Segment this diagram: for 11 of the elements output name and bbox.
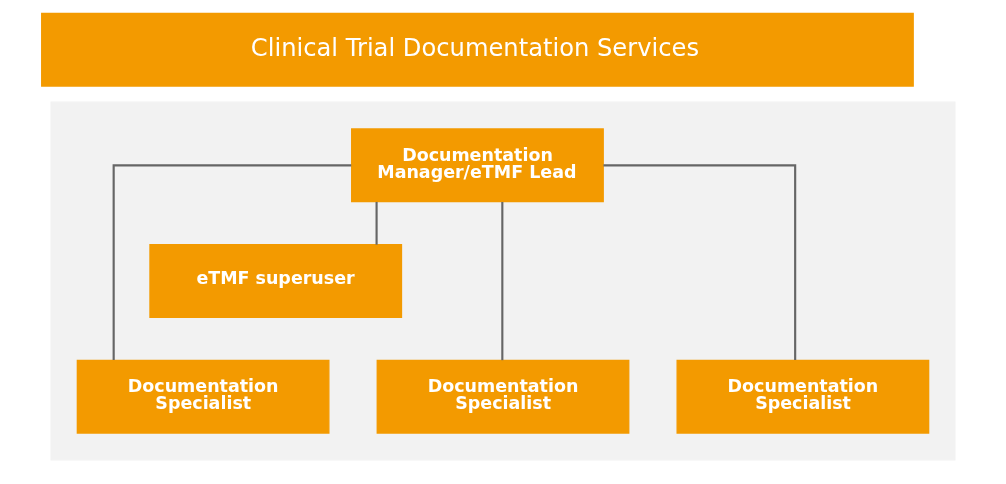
connector [501, 202, 504, 361]
connector [603, 164, 797, 360]
node-box: eTMF superuser [149, 244, 403, 318]
node-box: Documentation Specialist [676, 359, 930, 434]
connector [112, 164, 352, 360]
cluster [50, 101, 956, 461]
node-box: Documentation Manager/eTMF Lead [351, 128, 604, 203]
node-box: Clinical Trial Documentation Services [41, 12, 914, 87]
node-box: Documentation Specialist [376, 359, 630, 434]
node-box: Documentation Specialist [76, 359, 330, 434]
connector [375, 201, 378, 245]
